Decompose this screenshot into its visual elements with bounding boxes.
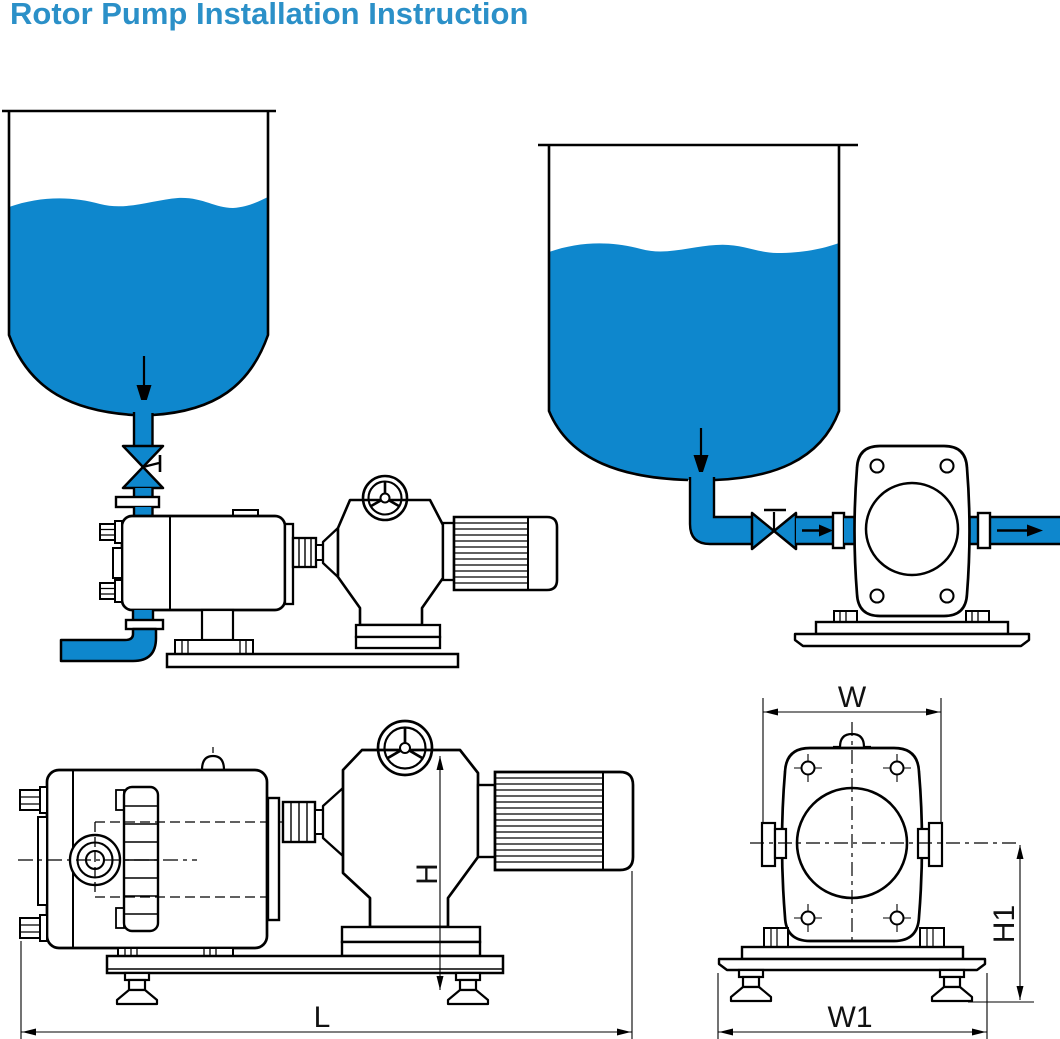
dim-label-H: H [411,863,444,885]
flow-down-arrow [136,356,152,409]
suction-elbow [690,472,752,544]
motor-dim [476,770,635,872]
tank-outlet-pipe [134,400,153,446]
casing-bolts [99,520,123,603]
flow-down-arrow-right [693,428,709,478]
leveling-foot [930,968,974,1003]
pump-pedestal [200,608,235,642]
dim-label-L: L [314,1001,331,1034]
fig-flooded-suction-side-view [2,109,559,669]
pump-foot-bracket [174,639,254,655]
dim-label-W: W [838,681,867,714]
centerlines [750,722,1018,971]
dim-W1: W1 [717,973,988,1039]
leveling-foot [446,971,490,1006]
pump-front-dim [750,722,1018,971]
pipe-flow-arrow-out [997,524,1043,537]
casing-bolts-dim [19,786,48,942]
shaft-coupling [283,522,340,606]
gearbox-side [336,498,445,650]
dim-W: W [762,681,942,826]
supply-tank-outline-right [538,143,858,482]
valve-handle-front [764,508,786,531]
bolt-holes [794,754,911,932]
supply-tank-liquid [9,197,268,415]
rotor-pump-head-side [99,509,287,612]
handwheel [361,474,409,522]
discharge-flange [976,511,992,550]
inlet-valve-front [750,511,798,551]
supply-tank-liquid-right [549,243,839,480]
pump-base-front [793,610,1031,648]
dim-label-H1: H1 [988,905,1021,943]
page-title: Rotor Pump Installation Instruction [10,0,529,31]
hidden-lines [18,821,378,898]
leveling-foot [115,971,159,1006]
pump-base-dim [717,927,987,1003]
dim-H: H [411,756,444,990]
gearbox-dim [340,748,482,958]
pump-head-dim [18,747,378,950]
fig-dimension-side-view: H L [18,719,635,1039]
fig-flooded-suction-front-view [538,143,1060,648]
baseplate-dim [105,954,505,975]
shaft-coupling-dim [266,786,345,922]
baseplate-side [165,652,460,669]
suction-flange [831,511,846,550]
discharge-elbow [59,610,165,663]
dim-H1: H1 [968,845,1034,1003]
pipe-flow-arrow-in [802,524,833,537]
leveling-foot [729,968,773,1003]
dim-label-W1: W1 [828,1001,873,1034]
fig-dimension-front-view: W [717,681,1034,1039]
motor-side [441,515,559,592]
inlet-flange [114,495,161,509]
supply-tank-outline [2,109,276,417]
clamp-band [115,785,160,933]
valve-handle [142,455,162,472]
handwheel-dim [376,719,434,777]
dim-L: L [20,871,633,1039]
rotor-pump-front [853,444,971,618]
